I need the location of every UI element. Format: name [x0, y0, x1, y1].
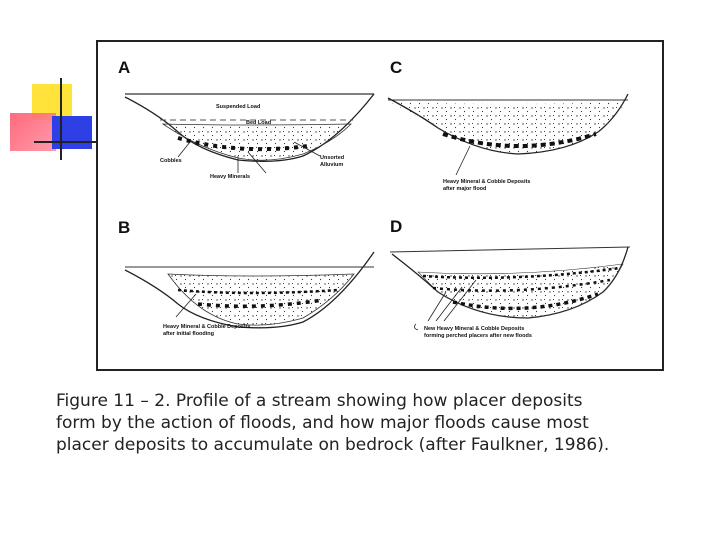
panel-b-arrow [175, 293, 197, 318]
panel-a-unsorted-label-2: Alluvium [320, 162, 343, 168]
panel-d-water-surface [389, 246, 631, 253]
decor-blue-square [52, 116, 92, 149]
panel-b: B Heavy Mineral & Cobble Deposits after … [118, 218, 375, 337]
stream-profile-figure: A Suspended Load Bed Load Cobbles Unsort… [96, 40, 664, 371]
panel-a-cobble-band [177, 136, 309, 152]
panel-a-cobbles-label: Cobbles [160, 158, 182, 164]
panel-c-deposit-line [442, 132, 597, 148]
panel-c-arrow [455, 145, 471, 176]
panel-a-unsorted-label-1: Unsorted [320, 155, 344, 161]
caption-line-1: Figure 11 – 2. Profile of a stream showi… [56, 391, 583, 411]
figure-caption: Figure 11 – 2. Profile of a stream showi… [56, 390, 696, 456]
panel-a-letter: A [118, 58, 130, 77]
panel-c-letter: C [390, 58, 402, 77]
panel-c-label-2: after major flood [443, 186, 486, 192]
panel-b-deposit-line-1 [177, 288, 339, 295]
panel-c-label-1: Heavy Mineral & Cobble Deposits [443, 179, 530, 185]
panel-d-perched-deposit-1 [422, 266, 621, 280]
panel-d-label-2: forming perched placers after new floods [424, 333, 532, 339]
panel-b-label-2: after initial flooding [163, 331, 214, 337]
decor-vertical-line [60, 78, 62, 160]
panel-d-bedrock-deposit [452, 292, 599, 311]
panel-d-letter: D [390, 217, 402, 236]
panel-a-heavy-minerals-label: Heavy Minerals [210, 174, 250, 180]
panel-a-bed-load-label: Bed Load [246, 120, 271, 126]
figure-drawing: A Suspended Load Bed Load Cobbles Unsort… [118, 58, 631, 339]
caption-line-3: placer deposits to accumulate on bedrock… [56, 435, 610, 455]
panel-b-channel [124, 251, 375, 329]
panel-c: C Heavy Mineral & Cobble Deposits after … [387, 58, 629, 192]
decor-red-square [10, 113, 56, 151]
decor-horizontal-line [34, 141, 96, 143]
panel-a: A Suspended Load Bed Load Cobbles Unsort… [118, 58, 375, 180]
panel-c-alluvium [390, 102, 626, 154]
caption-line-2: form by the action of floods, and how ma… [56, 413, 589, 433]
panel-d-arrows [414, 279, 477, 331]
panel-a-arrows [177, 141, 321, 174]
panel-d-perched-deposit-2 [432, 278, 611, 292]
panel-d-label-1: New Heavy Mineral & Cobble Deposits [424, 326, 524, 332]
panel-b-letter: B [118, 218, 130, 237]
panel-a-alluvium [161, 123, 352, 161]
panel-b-label-1: Heavy Mineral & Cobble Deposits [163, 324, 250, 330]
panel-b-deposit-line-2 [197, 298, 324, 308]
panel-d: D New Heavy Mineral & Cobble Deposits fo… [389, 217, 631, 339]
panel-b-alluvium [167, 273, 355, 326]
panel-a-suspended-load-label: Suspended Load [216, 104, 260, 110]
